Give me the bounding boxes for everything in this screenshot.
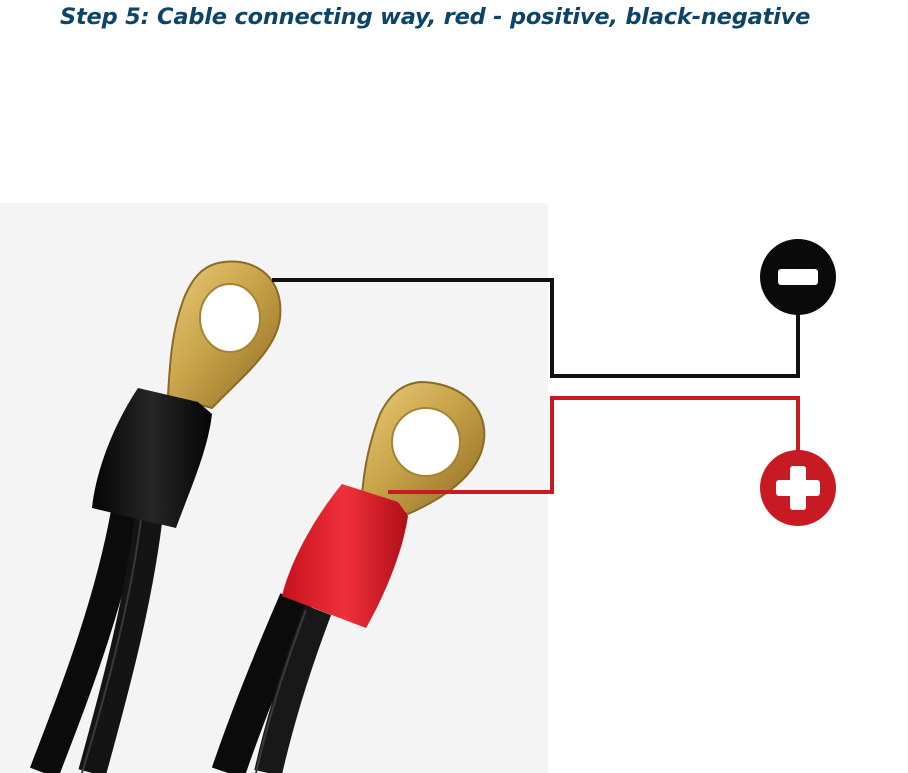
negative-connection-line (272, 278, 800, 378)
positive-terminal (760, 450, 836, 526)
black-sleeve (92, 388, 212, 528)
page-title: Step 5: Cable connecting way, red - posi… (60, 4, 811, 30)
minus-bar (778, 269, 818, 285)
positive-connection-line (388, 396, 800, 494)
plus-bar-vertical (790, 466, 806, 510)
black-ring-terminal (92, 260, 282, 528)
black-wire-highlight (81, 509, 143, 773)
red-ring-terminal (282, 380, 486, 628)
black-ring-hole (199, 283, 261, 353)
red-cable-wire-a (211, 593, 312, 773)
red-sleeve (282, 484, 408, 628)
black-cable (29, 497, 164, 773)
red-cable-wire-b (254, 605, 332, 773)
red-ring-hole (391, 407, 461, 477)
red-cable-highlight (255, 609, 307, 773)
red-cable (211, 593, 332, 773)
black-wire-core-a (29, 497, 143, 773)
black-wire-core-b (78, 503, 164, 773)
negative-terminal (760, 239, 836, 315)
